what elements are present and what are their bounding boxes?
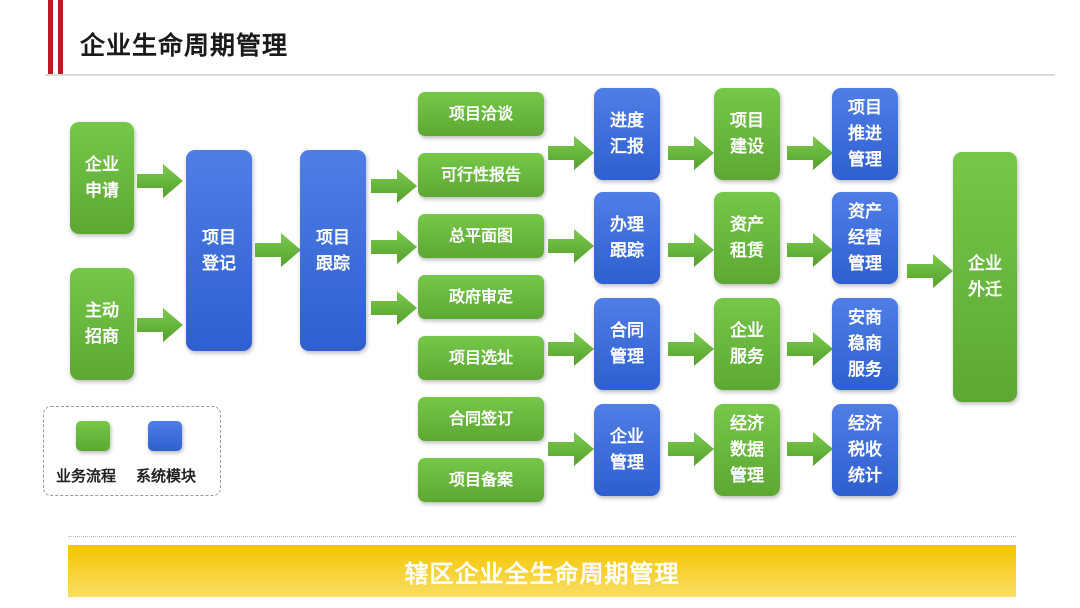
node-project-construction: 项目 建设 <box>714 88 780 180</box>
legend-swatch-business <box>76 421 110 451</box>
legend-swatch-system <box>148 421 182 451</box>
arrow-steps-to-enterprise-mgmt <box>548 432 594 466</box>
arrow-enterprise-to-econ-data <box>668 432 714 466</box>
legend-label-business: 业务流程 <box>56 467 117 485</box>
step-feasibility-report: 可行性报告 <box>418 153 544 197</box>
step-project-negotiation: 项目洽谈 <box>418 92 544 136</box>
title-accent-bar-right <box>58 0 63 74</box>
arrow-track-to-feasibility <box>371 169 417 203</box>
node-asset-operation-management: 资产 经营 管理 <box>832 192 898 284</box>
page-title: 企业生命周期管理 <box>80 31 289 60</box>
arrow-contract-to-service <box>668 332 714 366</box>
arrow-econ-to-tax <box>787 432 833 466</box>
arrow-register-to-track <box>255 233 301 267</box>
arrow-lease-to-asset-ops <box>787 233 833 267</box>
step-site-selection: 项目选址 <box>418 336 544 380</box>
title-accent-bar-left <box>48 0 53 74</box>
title-divider <box>45 74 1055 76</box>
node-handle-track: 办理 跟踪 <box>594 192 660 284</box>
node-contract-management: 合同 管理 <box>594 298 660 390</box>
arrow-track-to-gov-review <box>371 291 417 325</box>
arrow-service-to-retain <box>787 332 833 366</box>
arrow-steps-to-handle <box>548 229 594 263</box>
step-contract-signing: 合同签订 <box>418 397 544 441</box>
banner-divider <box>68 536 1016 537</box>
node-retain-enterprise-service: 安商 稳商 服务 <box>832 298 898 390</box>
arrow-handle-to-lease <box>668 233 714 267</box>
step-government-review: 政府审定 <box>418 275 544 319</box>
arrow-build-to-advance <box>787 136 833 170</box>
arrow-apply-to-register <box>137 164 183 198</box>
bottom-banner: 辖区企业全生命周期管理 <box>68 545 1016 597</box>
node-active-invitation: 主动 招商 <box>70 268 134 380</box>
arrow-track-to-site-plan <box>371 230 417 264</box>
node-project-advance-management: 项目 推进 管理 <box>832 88 898 180</box>
legend: 业务流程 系统模块 <box>43 406 221 496</box>
arrow-invite-to-register <box>137 308 183 342</box>
node-enterprise-relocation: 企业 外迁 <box>953 152 1017 402</box>
arrow-steps-to-progress <box>548 136 594 170</box>
node-economic-data-management: 经济 数据 管理 <box>714 404 780 496</box>
node-project-track: 项目 跟踪 <box>300 150 366 351</box>
legend-label-system: 系统模块 <box>136 467 197 485</box>
node-project-register: 项目 登记 <box>186 150 252 351</box>
node-enterprise-service: 企业 服务 <box>714 298 780 390</box>
arrow-progress-to-build <box>668 136 714 170</box>
step-project-filing: 项目备案 <box>418 458 544 502</box>
step-site-plan: 总平面图 <box>418 214 544 258</box>
node-progress-report: 进度 汇报 <box>594 88 660 180</box>
node-enterprise-management: 企业 管理 <box>594 404 660 496</box>
arrow-steps-to-contract <box>548 332 594 366</box>
node-economic-tax-statistics: 经济 税收 统计 <box>832 404 898 496</box>
node-asset-lease: 资产 租赁 <box>714 192 780 284</box>
arrow-to-relocate <box>907 254 953 288</box>
node-enterprise-apply: 企业 申请 <box>70 122 134 234</box>
